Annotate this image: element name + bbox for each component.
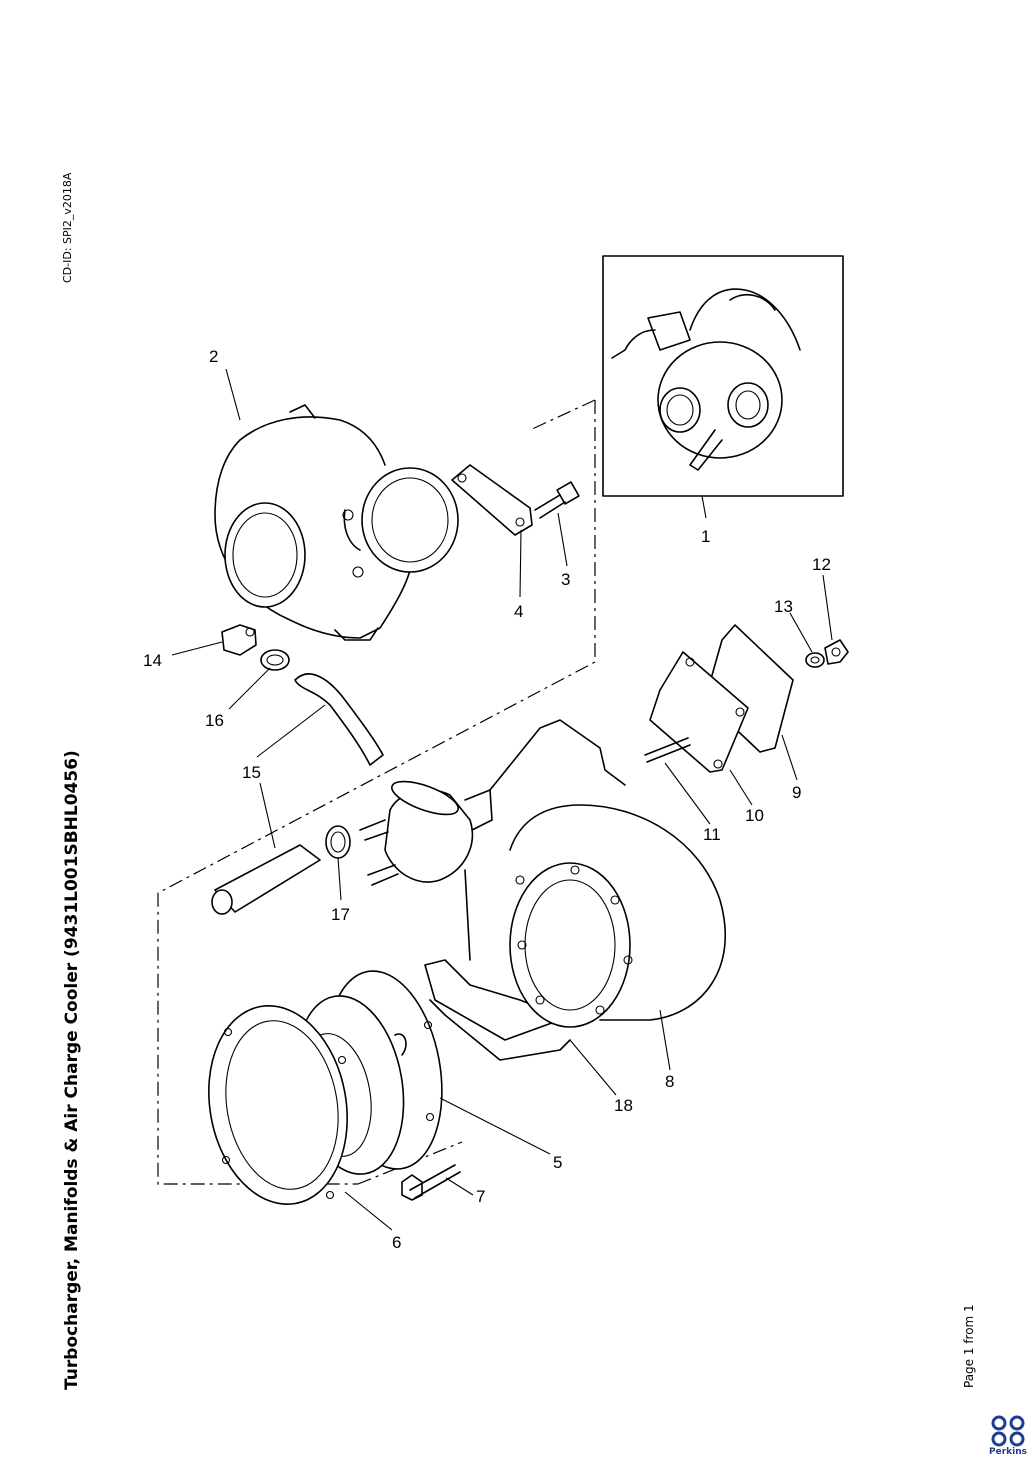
callout-7: 7: [476, 1187, 485, 1206]
center-housing-and-gasket: [208, 970, 461, 1205]
brand-name: Perkins: [989, 1447, 1027, 1457]
callout-leaders: [171, 368, 833, 1231]
actuator-and-hose: [211, 780, 493, 915]
callout-13: 13: [774, 597, 793, 616]
callout-8: 8: [665, 1072, 674, 1091]
callout-3: 3: [561, 570, 570, 589]
callout-9: 9: [792, 783, 801, 802]
callout-10: 10: [745, 806, 764, 825]
callout-11: 11: [703, 825, 721, 844]
callout-12: 12: [812, 555, 831, 574]
turbine-housing: [424, 719, 726, 1061]
callout-17: 17: [331, 905, 350, 924]
callout-2: 2: [209, 347, 218, 366]
compressor-housing: [214, 404, 459, 641]
callout-1: 1: [701, 527, 710, 546]
callout-14: 14: [143, 651, 162, 670]
callout-5: 5: [553, 1153, 562, 1172]
fittings-and-hose: [221, 624, 384, 766]
callout-4: 4: [514, 602, 523, 621]
perkins-logo-icon: [991, 1415, 1025, 1447]
callout-15: 15: [242, 763, 261, 782]
inset-assembly: [602, 255, 844, 497]
callout-6: 6: [392, 1233, 401, 1252]
cover-plates-and-fasteners: [644, 624, 849, 773]
callout-16: 16: [205, 711, 224, 730]
callout-18: 18: [614, 1096, 633, 1115]
bracket-and-bolt: [451, 464, 580, 536]
